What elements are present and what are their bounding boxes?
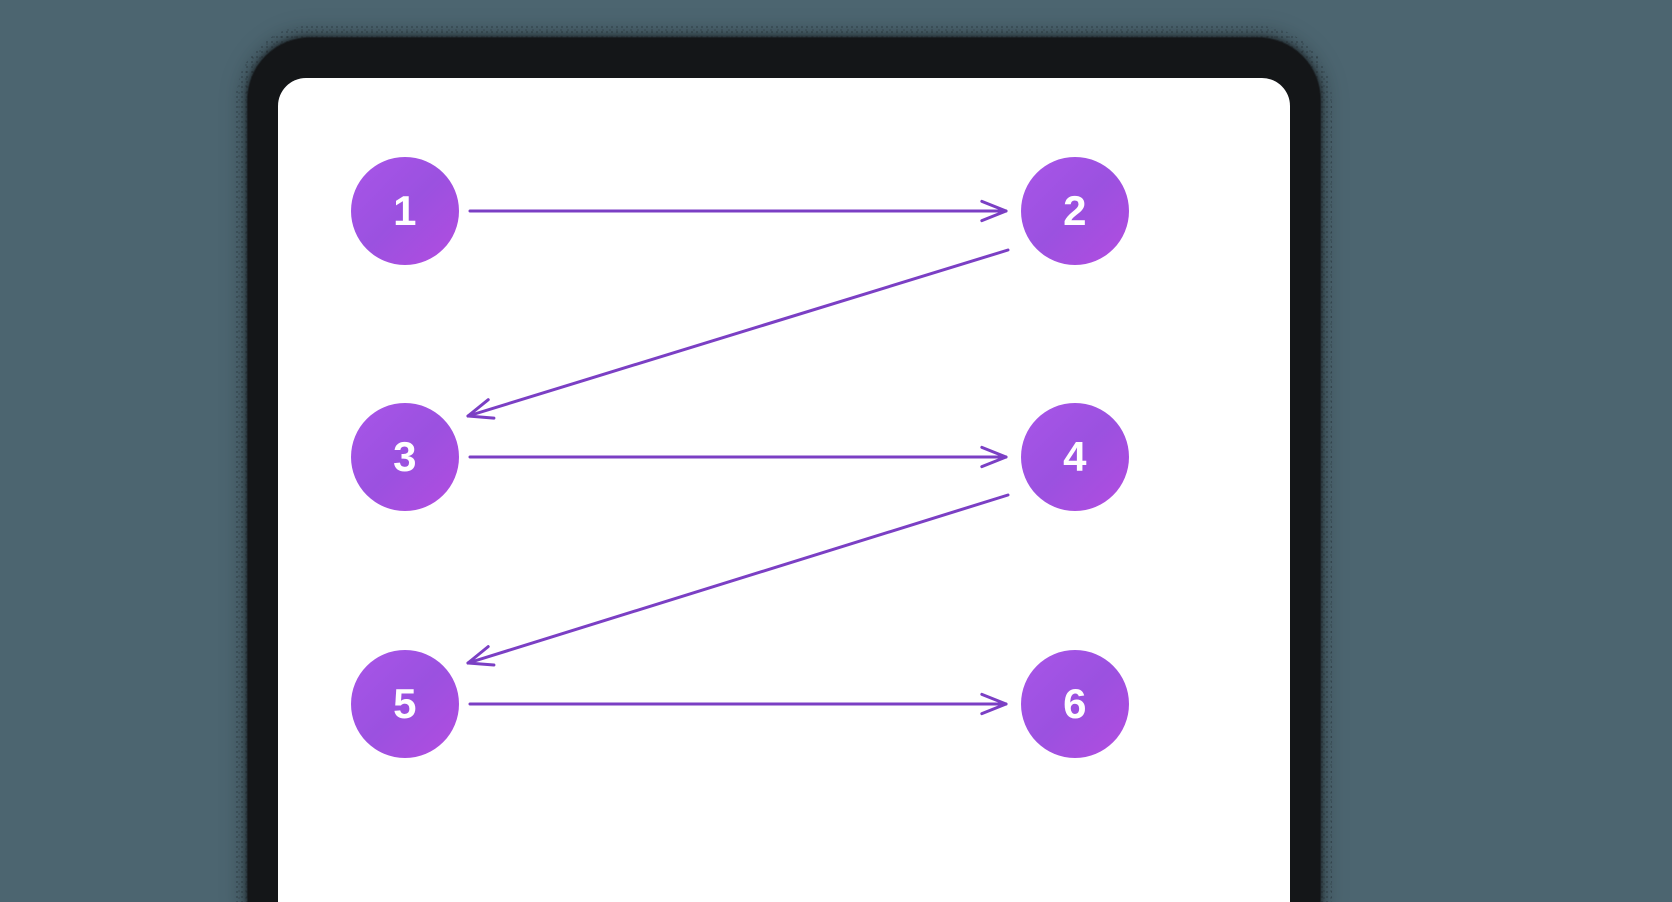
diagram-node-6[interactable]: 6 bbox=[1021, 650, 1129, 758]
edge-arrowhead-arm-0 bbox=[466, 645, 490, 665]
edge-arrowhead-arm-1 bbox=[980, 692, 1008, 706]
edge-line bbox=[466, 248, 1010, 418]
device-screen: 1 2 3 4 5 6 bbox=[278, 78, 1290, 902]
diagram-node-4[interactable]: 4 bbox=[1021, 403, 1129, 511]
edge-arrowhead-arm-1 bbox=[466, 414, 496, 420]
edge-arrowhead-arm-0 bbox=[980, 702, 1008, 716]
edge-arrowhead-arm-1 bbox=[466, 661, 496, 667]
node-label: 2 bbox=[1063, 187, 1087, 234]
edge-line bbox=[466, 493, 1010, 665]
edge-4-to-5 bbox=[466, 493, 1010, 667]
edge-1-to-2 bbox=[468, 199, 1008, 223]
edge-arrowhead-arm-1 bbox=[980, 445, 1008, 459]
diagram-node-2[interactable]: 2 bbox=[1021, 157, 1129, 265]
diagram-node-5[interactable]: 5 bbox=[351, 650, 459, 758]
edge-arrowhead-arm-1 bbox=[980, 199, 1008, 213]
edge-2-to-3 bbox=[466, 248, 1010, 420]
edge-arrowhead-arm-0 bbox=[980, 209, 1008, 223]
edge-3-to-4 bbox=[468, 445, 1008, 469]
diagram-node-1[interactable]: 1 bbox=[351, 157, 459, 265]
node-label: 5 bbox=[393, 680, 417, 727]
diagram-node-3[interactable]: 3 bbox=[351, 403, 459, 511]
node-label: 3 bbox=[393, 433, 417, 480]
node-label: 6 bbox=[1063, 680, 1087, 727]
edge-layer bbox=[466, 199, 1010, 716]
diagram-canvas: 1 2 3 4 5 6 bbox=[278, 78, 1290, 902]
edge-arrowhead-arm-0 bbox=[980, 455, 1008, 469]
node-label: 4 bbox=[1063, 433, 1087, 480]
edge-5-to-6 bbox=[468, 692, 1008, 716]
edge-arrowhead-arm-0 bbox=[466, 398, 490, 418]
node-label: 1 bbox=[393, 187, 417, 234]
